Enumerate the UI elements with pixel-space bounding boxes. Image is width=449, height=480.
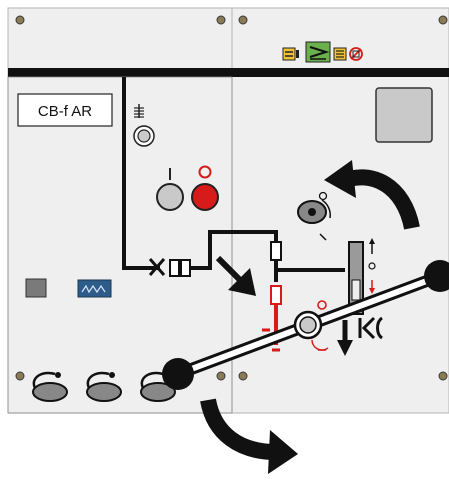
button-on-icon	[198, 165, 212, 179]
charged-status-icon	[305, 41, 331, 63]
operate-indicator-icon	[311, 300, 329, 351]
cable-socket-icon[interactable]	[32, 371, 68, 402]
insert-arrow-icon	[215, 255, 256, 296]
screw	[438, 15, 448, 25]
screw	[438, 371, 448, 381]
panel-label: CB-f AR	[38, 103, 92, 120]
on-button[interactable]	[191, 183, 219, 211]
breaker-circuit	[148, 230, 345, 352]
earthing-socket[interactable]	[133, 125, 155, 147]
bottom-rotate-arrow-icon	[200, 398, 298, 474]
spring-charged-icon	[282, 47, 299, 61]
screw	[238, 371, 248, 381]
panel-label-box	[17, 93, 113, 127]
hook-symbol-icon	[358, 316, 384, 340]
not-ready-icon	[349, 47, 363, 61]
off-button[interactable]	[156, 183, 184, 211]
ready-status-icon	[333, 47, 347, 61]
lever-rotate-icon[interactable]	[297, 191, 331, 241]
screw	[15, 371, 25, 381]
screw	[238, 15, 248, 25]
rotate-arrow-icon	[324, 160, 420, 230]
indicator-square	[25, 278, 47, 298]
status-indicators	[282, 41, 363, 63]
screw	[216, 371, 226, 381]
busbar	[8, 68, 449, 77]
earthing-icon	[134, 104, 144, 118]
lever-end-knob[interactable]	[424, 260, 449, 292]
circuit-line	[122, 77, 160, 270]
screw	[216, 15, 226, 25]
operating-lever[interactable]	[162, 260, 449, 390]
counter-icon	[77, 279, 112, 298]
screw	[15, 15, 25, 25]
lever-end-knob[interactable]	[162, 358, 194, 390]
inspection-window	[375, 87, 433, 143]
interlock-plunger[interactable]	[337, 238, 376, 356]
cable-socket-icon[interactable]	[86, 371, 122, 402]
panel-screws	[15, 15, 448, 381]
